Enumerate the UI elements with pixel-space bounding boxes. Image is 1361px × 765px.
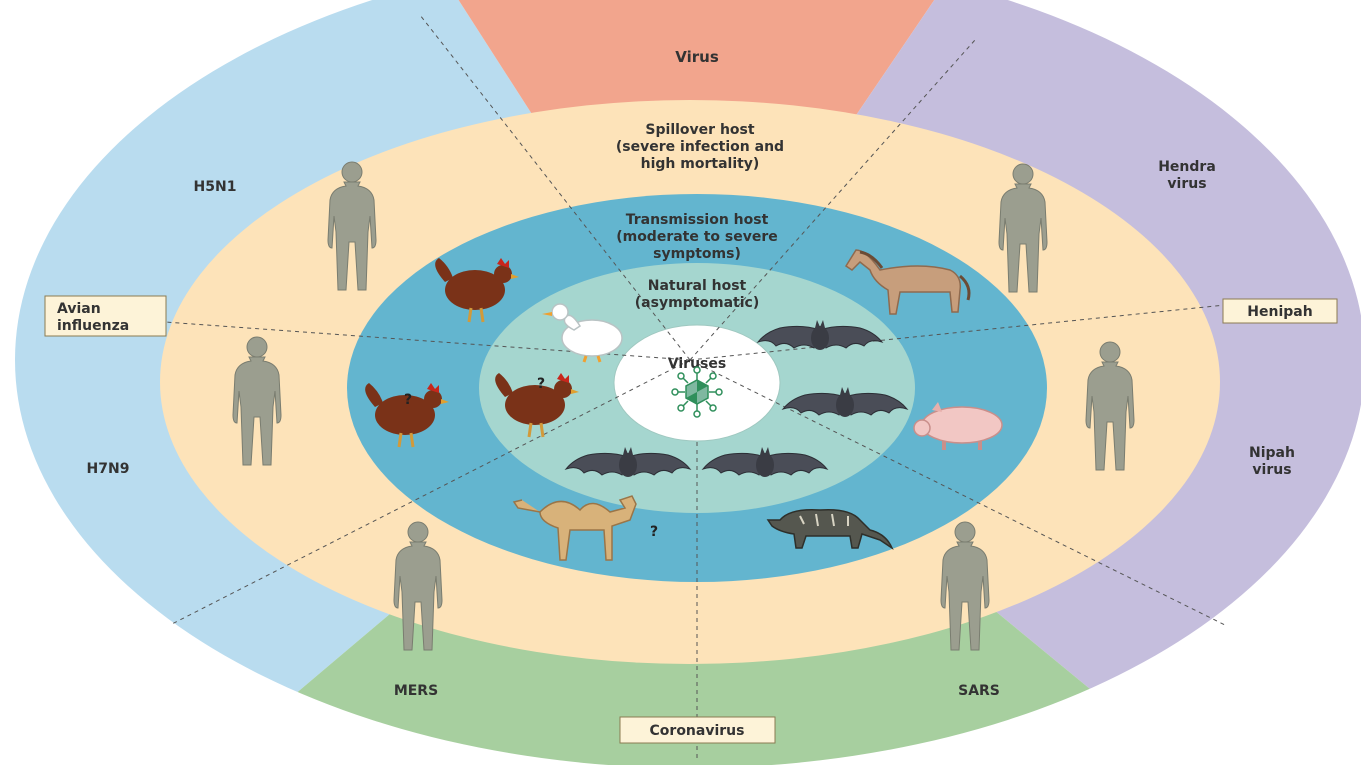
avian-influenza-label-line-1: Avian — [57, 301, 101, 317]
natural-host-label: Natural host (asymptomatic) — [635, 278, 759, 311]
transmission-label-line-2: (moderate to severe — [616, 229, 778, 245]
coronavirus-label: Coronavirus — [650, 723, 745, 739]
henipah-box: Henipah — [1223, 299, 1337, 323]
nipah-label-line-1: Nipah — [1249, 445, 1295, 461]
transmission-label-line-1: Transmission host — [626, 212, 769, 228]
spillover-label-line-2: (severe infection and — [616, 139, 784, 155]
uncertain-marker: ? — [537, 376, 545, 392]
virus-particle-icon — [672, 367, 722, 417]
virus-title: Virus — [675, 48, 719, 66]
mers-label: MERS — [394, 683, 438, 699]
coronavirus-box: Coronavirus — [620, 717, 775, 743]
natural-label-line-1: Natural host — [648, 278, 747, 294]
avian-influenza-label-line-2: influenza — [57, 318, 129, 334]
transmission-label-line-3: symptoms) — [653, 246, 741, 262]
nipah-label-line-2: virus — [1252, 462, 1291, 478]
h7n9-label: H7N9 — [87, 461, 130, 477]
uncertain-marker: ? — [404, 392, 412, 408]
henipah-label: Henipah — [1247, 304, 1312, 320]
spillover-label-line-3: high mortality) — [641, 156, 760, 172]
spillover-label-line-1: Spillover host — [645, 122, 754, 138]
hendra-label-line-1: Hendra — [1158, 159, 1216, 175]
h5n1-label: H5N1 — [194, 179, 237, 195]
natural-label-line-2: (asymptomatic) — [635, 295, 759, 311]
hendra-label-line-2: virus — [1167, 176, 1206, 192]
avian-influenza-box: Avian influenza — [45, 296, 166, 336]
sars-label: SARS — [958, 683, 1000, 699]
uncertain-marker: ? — [650, 524, 658, 540]
